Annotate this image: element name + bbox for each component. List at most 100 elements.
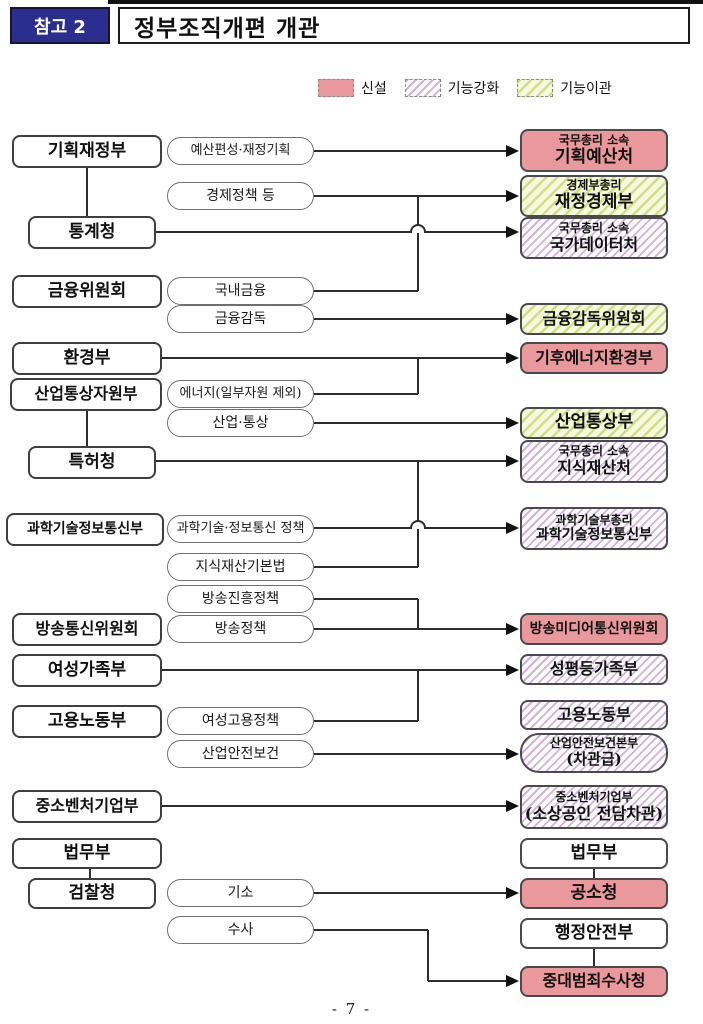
node-label-top: 국무총리 소속 [558,132,630,147]
connector-line [89,869,91,878]
node-label: 성평등가족부 [549,659,639,679]
node-label: 행정안전부 [554,922,634,943]
node-label-top: 국무총리 소속 [558,444,630,459]
node-label: 과학기술·정보통신 정책 [176,520,305,536]
top-rule [108,0,703,4]
node-msit: 과학기술정보통신부 [6,513,164,546]
legend-label-new: 신설 [361,81,387,97]
arrowhead-icon [506,623,519,635]
connector-line [314,892,506,894]
node-gender-equality-family: 성평등가족부 [520,654,668,685]
node-label: 국가데이터처 [549,234,639,254]
node-label: 지식재산처 [557,458,631,478]
node-fn-women-employment: 여성고용정책 [167,707,314,735]
node-label: 금융위원회 [47,280,127,301]
node-moel-new: 고용노동부 [520,700,668,730]
node-public-prosecution-office: 공소청 [520,878,668,909]
connector-line [162,669,506,671]
connector-line [417,461,419,567]
node-label: 기획재정부 [47,140,127,161]
connector-line [427,930,429,981]
page-number: - 7 - [331,1000,372,1018]
node-label: 예산편성·재정기획 [190,142,291,158]
arrowhead-icon [506,522,519,534]
legend-swatch-transferred-icon [517,79,554,97]
connector-line [314,290,418,292]
node-fn-investigation: 수사 [167,916,314,944]
node-fn-industry-trade: 산업·통상 [167,409,314,437]
connector-line [314,929,428,931]
arrowhead-icon [506,664,519,676]
arrowhead-icon [506,455,519,467]
node-label: 환경부 [63,347,111,368]
node-fn-fin-supervision: 금융감독 [167,305,314,333]
node-label: 에너지(일부자원 제외) [179,385,302,401]
connector-line [593,869,595,878]
legend-item-enhanced: 기능강화 [404,78,499,98]
node-mois: 행정안전부 [520,918,668,949]
node-moel: 고용노동부 [12,705,162,738]
node-kcc: 방송통신위원회 [12,613,162,646]
node-fn-domestic-finance: 국내금융 [167,277,314,305]
node-label: 고용노동부 [557,704,631,724]
connector-line [314,318,506,320]
connector-line [417,358,419,394]
node-label: 산업통상부 [554,412,634,433]
node-climate-energy-env-ministry: 기후에너지환경부 [520,342,668,374]
connector-line [593,949,595,966]
node-label: 방송미디어통신위원회 [529,620,659,637]
node-fn-broadcast-policy: 방송정책 [167,615,314,643]
node-label: 산업안전보건 [201,745,280,762]
node-label-top: 경제부총리 [566,178,622,193]
node-fn-energy: 에너지(일부자원 제외) [167,380,314,408]
connector-line [417,196,419,291]
connector-line [428,980,506,982]
node-fin-supervisory-commission: 금융감독위원회 [520,303,668,335]
node-fn-sci-ict-policy: 과학기술·정보통신 정책 [167,515,314,543]
node-fn-osh: 산업안전보건 [167,740,314,768]
node-label: 산업통상자원부 [34,384,138,404]
node-fn-broadcast-promo: 방송진흥정책 [167,585,314,613]
arrowhead-icon [506,887,519,899]
node-serious-crime-agency: 중대범죄수사청 [520,966,668,997]
node-label-top: 과학기술부총리 [555,512,633,527]
node-fsc: 금융위원회 [12,275,162,308]
connector-line [426,231,506,233]
node-label: 수사 [227,921,254,938]
legend-item-transferred: 기능이관 [517,78,612,98]
node-label: 여성가족부 [47,659,127,680]
connector-line [86,168,88,216]
arrowhead-icon [506,190,519,202]
node-label: 기획예산처 [554,146,634,167]
arrowhead-icon [506,975,519,987]
page-title: 정부조직개편 개관 [134,15,321,42]
legend-swatch-enhanced-icon [404,79,441,97]
node-kipo: 특허청 [28,446,156,479]
line-hop [410,224,426,233]
node-label: 법무부 [570,842,618,863]
connector-line [162,357,506,359]
arrowhead-icon [506,145,519,157]
node-label: 금융감독위원회 [542,308,646,328]
node-label: 공소청 [570,882,618,903]
node-label: 중소벤처기업부 [35,796,139,816]
node-label: (차관급) [566,750,622,769]
connector-line [86,411,88,446]
node-label: 방송정책 [214,620,267,637]
line-hop [410,520,426,529]
node-label: 검찰청 [68,882,116,903]
arrowhead-icon [506,226,519,238]
title-box: 정부조직개편 개관 [118,7,690,44]
node-label: 기후에너지환경부 [535,347,653,367]
node-label: 기소 [227,884,254,901]
node-label: 산업·통상 [212,414,269,431]
node-label: 방송통신위원회 [35,619,139,639]
node-label: 특허청 [68,451,116,472]
node-spo: 검찰청 [28,878,156,909]
node-label: 통계청 [68,221,116,242]
